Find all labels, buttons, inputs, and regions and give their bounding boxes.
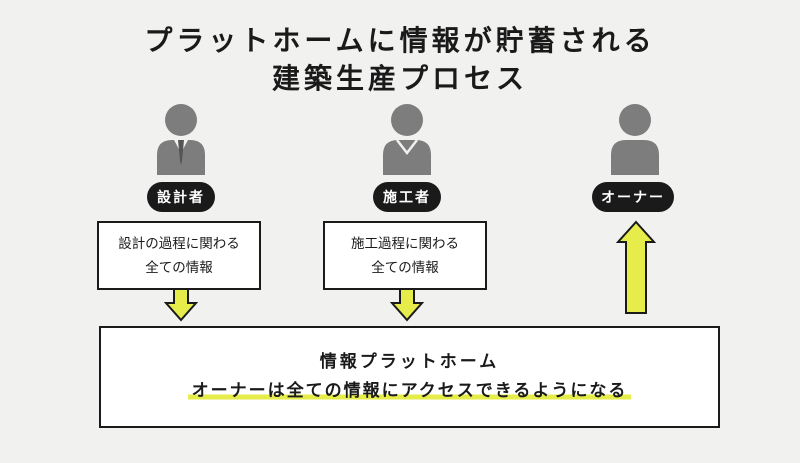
platform-statement: オーナーは全ての情報にアクセスできるようになる bbox=[101, 377, 718, 405]
designer-info-line-1: 設計の過程に関わる bbox=[118, 235, 240, 252]
contractor-info-line-1: 施工過程に関わる bbox=[351, 235, 459, 252]
designer-label: 設計者 bbox=[147, 182, 215, 212]
contractor-arrow-down-icon bbox=[390, 288, 424, 322]
designer-arrow-down-icon bbox=[164, 288, 198, 322]
title-line-1: プラットホームに情報が貯蓄される bbox=[144, 24, 656, 57]
information-platform-box: 情報プラットホーム オーナーは全ての情報にアクセスできるようになる bbox=[99, 326, 720, 428]
contractor-info-box: 施工過程に関わる 全ての情報 bbox=[323, 221, 487, 290]
title-line-2: 建築生産プロセス bbox=[271, 62, 528, 95]
designer-info-line-2: 全ての情報 bbox=[145, 259, 213, 276]
designer-info-box: 設計の過程に関わる 全ての情報 bbox=[97, 221, 261, 290]
platform-title: 情報プラットホーム bbox=[319, 352, 500, 372]
contractor-person-icon bbox=[383, 104, 431, 175]
owner-arrow-up-icon bbox=[616, 220, 656, 314]
diagram-title: プラットホームに情報が貯蓄される 建築生産プロセス bbox=[0, 22, 800, 98]
contractor-label: 施工者 bbox=[373, 182, 441, 212]
designer-person-icon bbox=[157, 104, 205, 175]
platform-statement-text: オーナーは全ての情報にアクセスできるようになる bbox=[187, 381, 632, 401]
owner-person-icon bbox=[611, 104, 659, 175]
contractor-info-line-2: 全ての情報 bbox=[371, 259, 439, 276]
owner-label: オーナー bbox=[592, 182, 674, 212]
